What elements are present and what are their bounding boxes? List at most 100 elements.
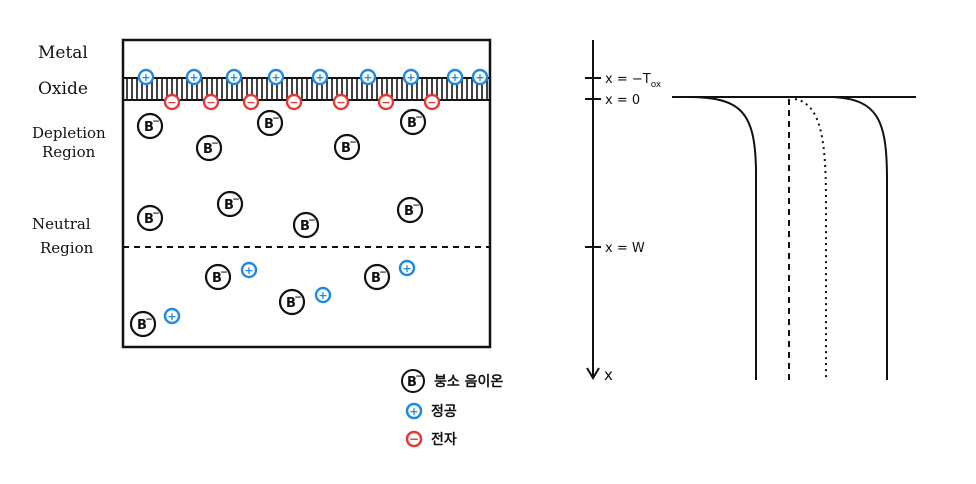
svg-text:+: +: [450, 71, 459, 84]
svg-text:B: B: [286, 296, 296, 311]
electron: −: [285, 93, 303, 111]
svg-text:−: −: [220, 268, 228, 278]
hole: +: [398, 259, 416, 277]
electron: −: [242, 93, 260, 111]
svg-text:B: B: [264, 117, 274, 132]
label-x-w: x = W: [605, 241, 645, 256]
svg-text:−: −: [336, 96, 345, 109]
legend-ion-label: 붕소 음이온: [434, 374, 504, 390]
svg-text:B: B: [300, 219, 310, 234]
svg-text:−: −: [211, 139, 219, 149]
svg-text:−: −: [246, 96, 255, 109]
boron-ion: B−: [396, 196, 424, 224]
svg-text:B: B: [203, 142, 213, 157]
svg-text:+: +: [318, 289, 327, 302]
svg-text:B: B: [144, 120, 154, 135]
legend-hole-label: 정공: [431, 404, 457, 420]
boron-ion: B−: [136, 204, 164, 232]
hole: +: [163, 307, 181, 325]
depletion-region-label: Depletion Region: [32, 124, 106, 162]
svg-text:B: B: [212, 271, 222, 286]
svg-text:B: B: [341, 141, 351, 156]
svg-text:B: B: [407, 375, 417, 390]
boron-ion: B−: [363, 263, 391, 291]
electron: −: [332, 93, 350, 111]
boron-ion: B−: [399, 108, 427, 136]
svg-text:+: +: [409, 405, 418, 418]
boron-ion: B−: [136, 112, 164, 140]
svg-text:B: B: [137, 318, 147, 333]
svg-text:−: −: [206, 96, 215, 109]
legend-electron-label: 전자: [431, 432, 457, 448]
svg-text:B: B: [404, 204, 414, 219]
legend-hole-icon: +: [405, 402, 423, 420]
svg-text:−: −: [379, 268, 387, 278]
svg-text:−: −: [415, 372, 423, 382]
legend-ion-icon: B −: [401, 369, 425, 393]
boron-ion: B−: [278, 288, 306, 316]
hole: +: [471, 68, 489, 86]
hole: +: [402, 68, 420, 86]
hole: +: [311, 68, 329, 86]
svg-text:−: −: [409, 432, 419, 446]
boron-ion: B−: [292, 211, 320, 239]
svg-text:+: +: [315, 71, 324, 84]
hole: +: [314, 286, 332, 304]
profile-diagram: x = −Tox x = 0 x = W x: [585, 40, 916, 384]
svg-text:B: B: [224, 198, 234, 213]
svg-text:−: −: [308, 216, 316, 226]
svg-text:B: B: [407, 116, 417, 131]
hole: +: [137, 68, 155, 86]
profile-curve-left: [685, 96, 757, 380]
boron-ion: B−: [333, 133, 361, 161]
electron: −: [423, 93, 441, 111]
hole: +: [359, 68, 377, 86]
boron-ion: B−: [204, 263, 232, 291]
boron-ion: B−: [195, 134, 223, 162]
svg-text:−: −: [272, 114, 280, 124]
svg-text:−: −: [289, 96, 298, 109]
profile-dotted-curve: [794, 98, 827, 380]
svg-text:+: +: [189, 71, 198, 84]
neutral-label-line2: Region: [40, 239, 94, 257]
svg-text:−: −: [381, 96, 390, 109]
oxide-layer: [122, 77, 491, 101]
hole: +: [446, 68, 464, 86]
hole: +: [240, 261, 258, 279]
svg-text:+: +: [141, 71, 150, 84]
metal-label: Metal: [38, 43, 88, 63]
label-x-zero: x = 0: [605, 93, 640, 108]
svg-text:−: −: [145, 315, 153, 325]
svg-text:−: −: [152, 209, 160, 219]
boron-ion: B−: [256, 109, 284, 137]
neutral-label-line1: Neutral: [32, 215, 91, 233]
svg-text:B: B: [144, 212, 154, 227]
x-axis-arrow: [586, 367, 600, 380]
hole: +: [225, 68, 243, 86]
boron-ion: B−: [129, 310, 157, 338]
svg-text:−: −: [294, 293, 302, 303]
semiconductor-box: [121, 38, 492, 349]
svg-text:+: +: [167, 310, 176, 323]
svg-text:+: +: [271, 71, 280, 84]
svg-text:+: +: [363, 71, 372, 84]
legend-ion-row: B − 붕소 음이온: [400, 368, 503, 394]
electron: −: [377, 93, 395, 111]
svg-text:−: −: [232, 195, 240, 205]
profile-curve-right: [831, 96, 888, 380]
svg-text:+: +: [402, 262, 411, 275]
label-x-minus-tox: x = −Tox: [605, 72, 662, 90]
electron: −: [202, 93, 220, 111]
svg-text:−: −: [415, 113, 423, 123]
svg-text:−: −: [412, 201, 420, 211]
svg-text:+: +: [244, 264, 253, 277]
svg-text:−: −: [167, 96, 176, 109]
svg-text:+: +: [229, 71, 238, 84]
depletion-label-line1: Depletion: [32, 124, 106, 142]
svg-text:−: −: [349, 138, 357, 148]
depletion-label-line2: Region: [42, 143, 96, 161]
legend-hole-row: + 정공: [405, 401, 457, 421]
svg-text:−: −: [152, 117, 160, 127]
svg-text:−: −: [427, 96, 436, 109]
